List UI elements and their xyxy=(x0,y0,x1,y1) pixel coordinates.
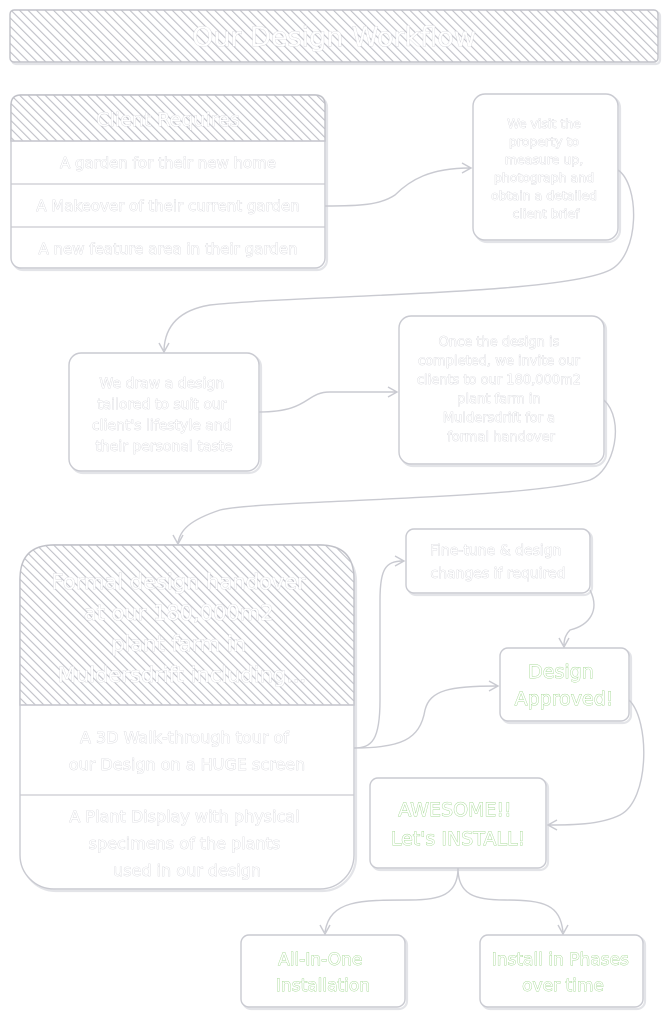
handover-row-3d-tour: A 3D Walk-through tour of our Design on … xyxy=(69,728,305,774)
formal-handover-table: Formal design handover at our 180,000m2 … xyxy=(19,544,358,893)
connector-requires-to-visit xyxy=(324,167,471,207)
client-requires-row: A Makeover of their current garden xyxy=(36,197,299,215)
connector-awesome-to-phases xyxy=(457,867,564,933)
connector-invite-to-handover xyxy=(177,399,617,544)
connector-handover-to-finetune xyxy=(353,560,404,749)
handover-row-plant-display: A Plant Display with physical specimens … xyxy=(69,807,304,880)
arrowhead-invite xyxy=(387,386,399,398)
design-approved-box: Design Approved! xyxy=(499,647,633,725)
arrowhead-approved xyxy=(488,680,500,692)
visit-property-text: We visit the property to measure up, pho… xyxy=(491,116,601,221)
connectors xyxy=(158,162,645,936)
connector-draw-to-invite xyxy=(258,391,396,413)
arrowhead-awesome xyxy=(546,819,558,831)
draw-design-box: We draw a design tailored to suit our cl… xyxy=(68,352,263,475)
client-requires-header: Client Requires xyxy=(96,109,239,131)
arrowhead-finetune xyxy=(394,555,406,567)
arrowhead-all-in-one xyxy=(319,924,331,936)
awesome-install-box: AWESOME!! Let's INSTALL! xyxy=(369,777,550,872)
invite-handover-text: Once the design is completed, we invite … xyxy=(417,335,585,445)
invite-handover-box: Once the design is completed, we invite … xyxy=(398,315,608,468)
connector-awesome-to-all-in-one xyxy=(324,867,459,933)
connector-approved-to-awesome xyxy=(548,699,645,826)
client-requires-row: A new feature area in their garden xyxy=(39,240,298,258)
arrowhead-phases xyxy=(557,924,569,936)
arrowhead-draw xyxy=(158,342,170,354)
connector-visit-to-draw xyxy=(163,169,635,351)
design-approved-text: Design Approved! xyxy=(515,661,614,710)
fine-tune-text: Fine-tune & design changes if required xyxy=(430,543,566,582)
all-in-one-text: All-In-One Installation xyxy=(276,950,370,996)
arrowhead-approved-from-finetune xyxy=(558,637,570,649)
install-phases-text: Install in Phases over time xyxy=(492,950,635,996)
title-banner: Our Design Workflow xyxy=(9,9,662,66)
fine-tune-box: Fine-tune & design changes if required xyxy=(405,528,594,597)
diagram-title: Our Design Workflow xyxy=(192,22,476,53)
awesome-install-text: AWESOME!! Let's INSTALL! xyxy=(391,799,525,850)
draw-design-text: We draw a design tailored to suit our cl… xyxy=(92,376,236,455)
arrowhead-handover xyxy=(172,534,184,546)
handover-header: Formal design handover at our 180,000m2 … xyxy=(52,570,313,687)
client-requires-table: Client Requires A garden for their new h… xyxy=(10,94,329,272)
connector-finetune-to-approved xyxy=(563,589,595,646)
install-phases-box: Install in Phases over time xyxy=(479,934,647,1011)
arrowhead-visit xyxy=(461,162,473,174)
connector-handover-to-approved xyxy=(353,685,498,749)
all-in-one-box: All-In-One Installation xyxy=(240,934,409,1011)
visit-property-box: We visit the property to measure up, pho… xyxy=(472,93,622,244)
client-requires-row: A garden for their new home xyxy=(60,154,276,172)
